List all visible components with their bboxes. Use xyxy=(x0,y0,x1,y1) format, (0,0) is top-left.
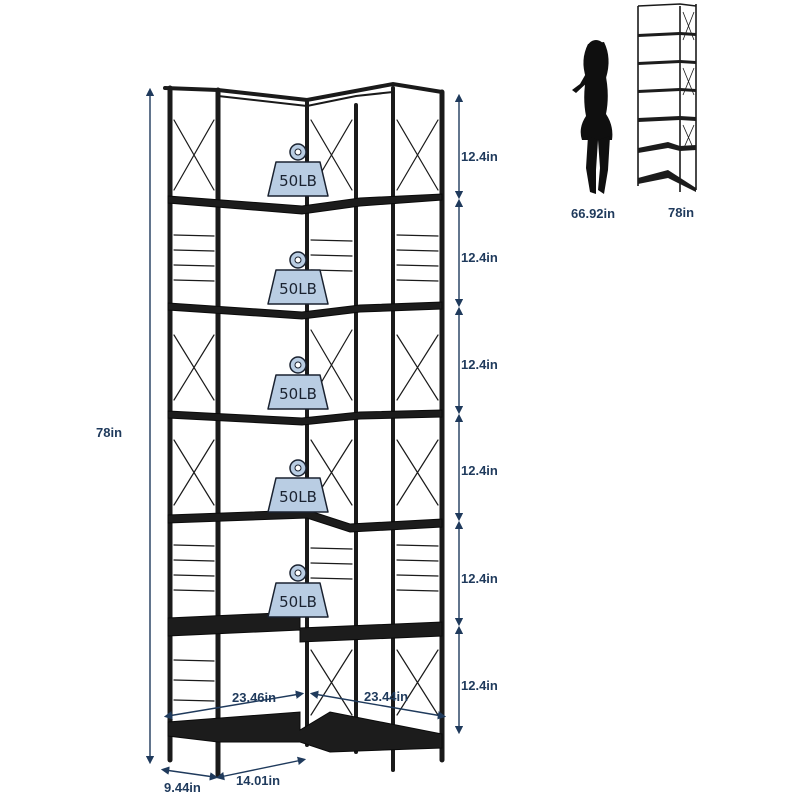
spacing-label: 12.4in xyxy=(461,571,498,586)
shelf-1 xyxy=(167,193,443,215)
inner-width-line xyxy=(215,756,307,781)
left-width-label: 23.46in xyxy=(232,690,276,705)
spacing-label: 12.4in xyxy=(461,149,498,164)
shelf-height-label: 78in xyxy=(668,205,694,220)
top-frame-inner xyxy=(217,91,394,108)
weight-icon: 50LB xyxy=(267,251,329,305)
load-label: 50LB xyxy=(279,593,317,611)
shelf-thumbnail xyxy=(637,3,697,192)
shelf-thumbnail-boards xyxy=(638,32,696,192)
left-width-line xyxy=(163,690,305,720)
right-width-label: 23.44in xyxy=(364,689,408,704)
shelf-3 xyxy=(167,409,443,426)
person-silhouette xyxy=(572,40,613,194)
weight-icon: 50LB xyxy=(267,143,329,197)
shelf-bottom xyxy=(167,711,443,753)
inner-width-label: 14.01in xyxy=(236,773,280,788)
depth-line xyxy=(160,766,219,781)
dimension-labels: 78in 12.4in 12.4in 12.4in 12.4in 12.4in … xyxy=(96,149,498,795)
weight-icon: 50LB xyxy=(267,564,329,618)
load-label: 50LB xyxy=(279,488,317,506)
shelf-2 xyxy=(167,301,443,320)
load-label: 50LB xyxy=(279,280,317,298)
top-frame xyxy=(163,81,444,103)
load-label: 50LB xyxy=(279,172,317,190)
shelves xyxy=(167,193,443,753)
weight-icon: 50LB xyxy=(267,459,329,513)
load-label: 50LB xyxy=(279,385,317,403)
spacing-label: 12.4in xyxy=(461,250,498,265)
height-label: 78in xyxy=(96,425,122,440)
spacing-label: 12.4in xyxy=(461,463,498,478)
depth-label: 9.44in xyxy=(164,780,201,795)
right-width-line xyxy=(309,690,447,720)
spacing-label: 12.4in xyxy=(461,357,498,372)
weight-icon: 50LB xyxy=(267,356,329,410)
weight-icons: 50LB 50LB 50LB 50LB 50LB xyxy=(267,143,329,618)
spacing-label: 12.4in xyxy=(461,678,498,693)
scale-comparison: 66.92in 78in xyxy=(571,3,697,221)
shelf-4 xyxy=(167,509,443,533)
dimension-lines xyxy=(145,87,464,781)
person-height-label: 66.92in xyxy=(571,206,615,221)
